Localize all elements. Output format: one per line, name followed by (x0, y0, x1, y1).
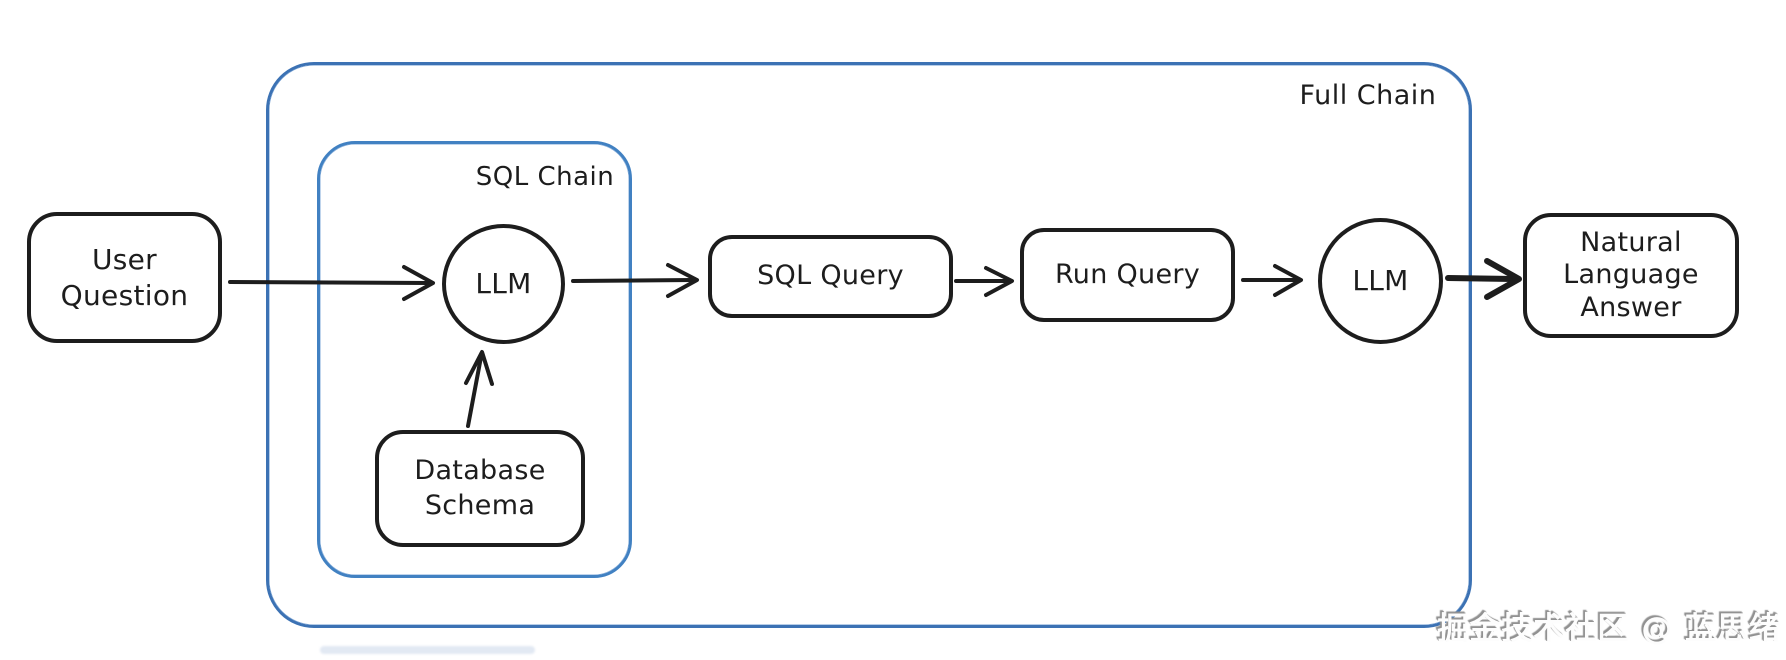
node-llm-second: LLM (1318, 218, 1443, 344)
node-database-schema: Database Schema (375, 430, 585, 547)
node-user-question: User Question (27, 212, 222, 343)
node-sql-query: SQL Query (708, 235, 953, 318)
full-chain-group-frame (266, 62, 1472, 628)
full-chain-label: Full Chain (1299, 80, 1437, 111)
node-llm-first: LLM (442, 224, 565, 344)
bottom-edge-artifact (320, 646, 535, 654)
node-natural-language-answer: Natural Language Answer (1523, 213, 1739, 338)
sql-chain-group-frame (317, 141, 632, 578)
node-run-query: Run Query (1020, 228, 1235, 322)
sql-chain-label: SQL Chain (475, 162, 615, 192)
watermark-text: 掘金技术社区 @ 蓝思绪 (1437, 611, 1781, 647)
arrow-llm-to-answer-head (1484, 258, 1522, 300)
